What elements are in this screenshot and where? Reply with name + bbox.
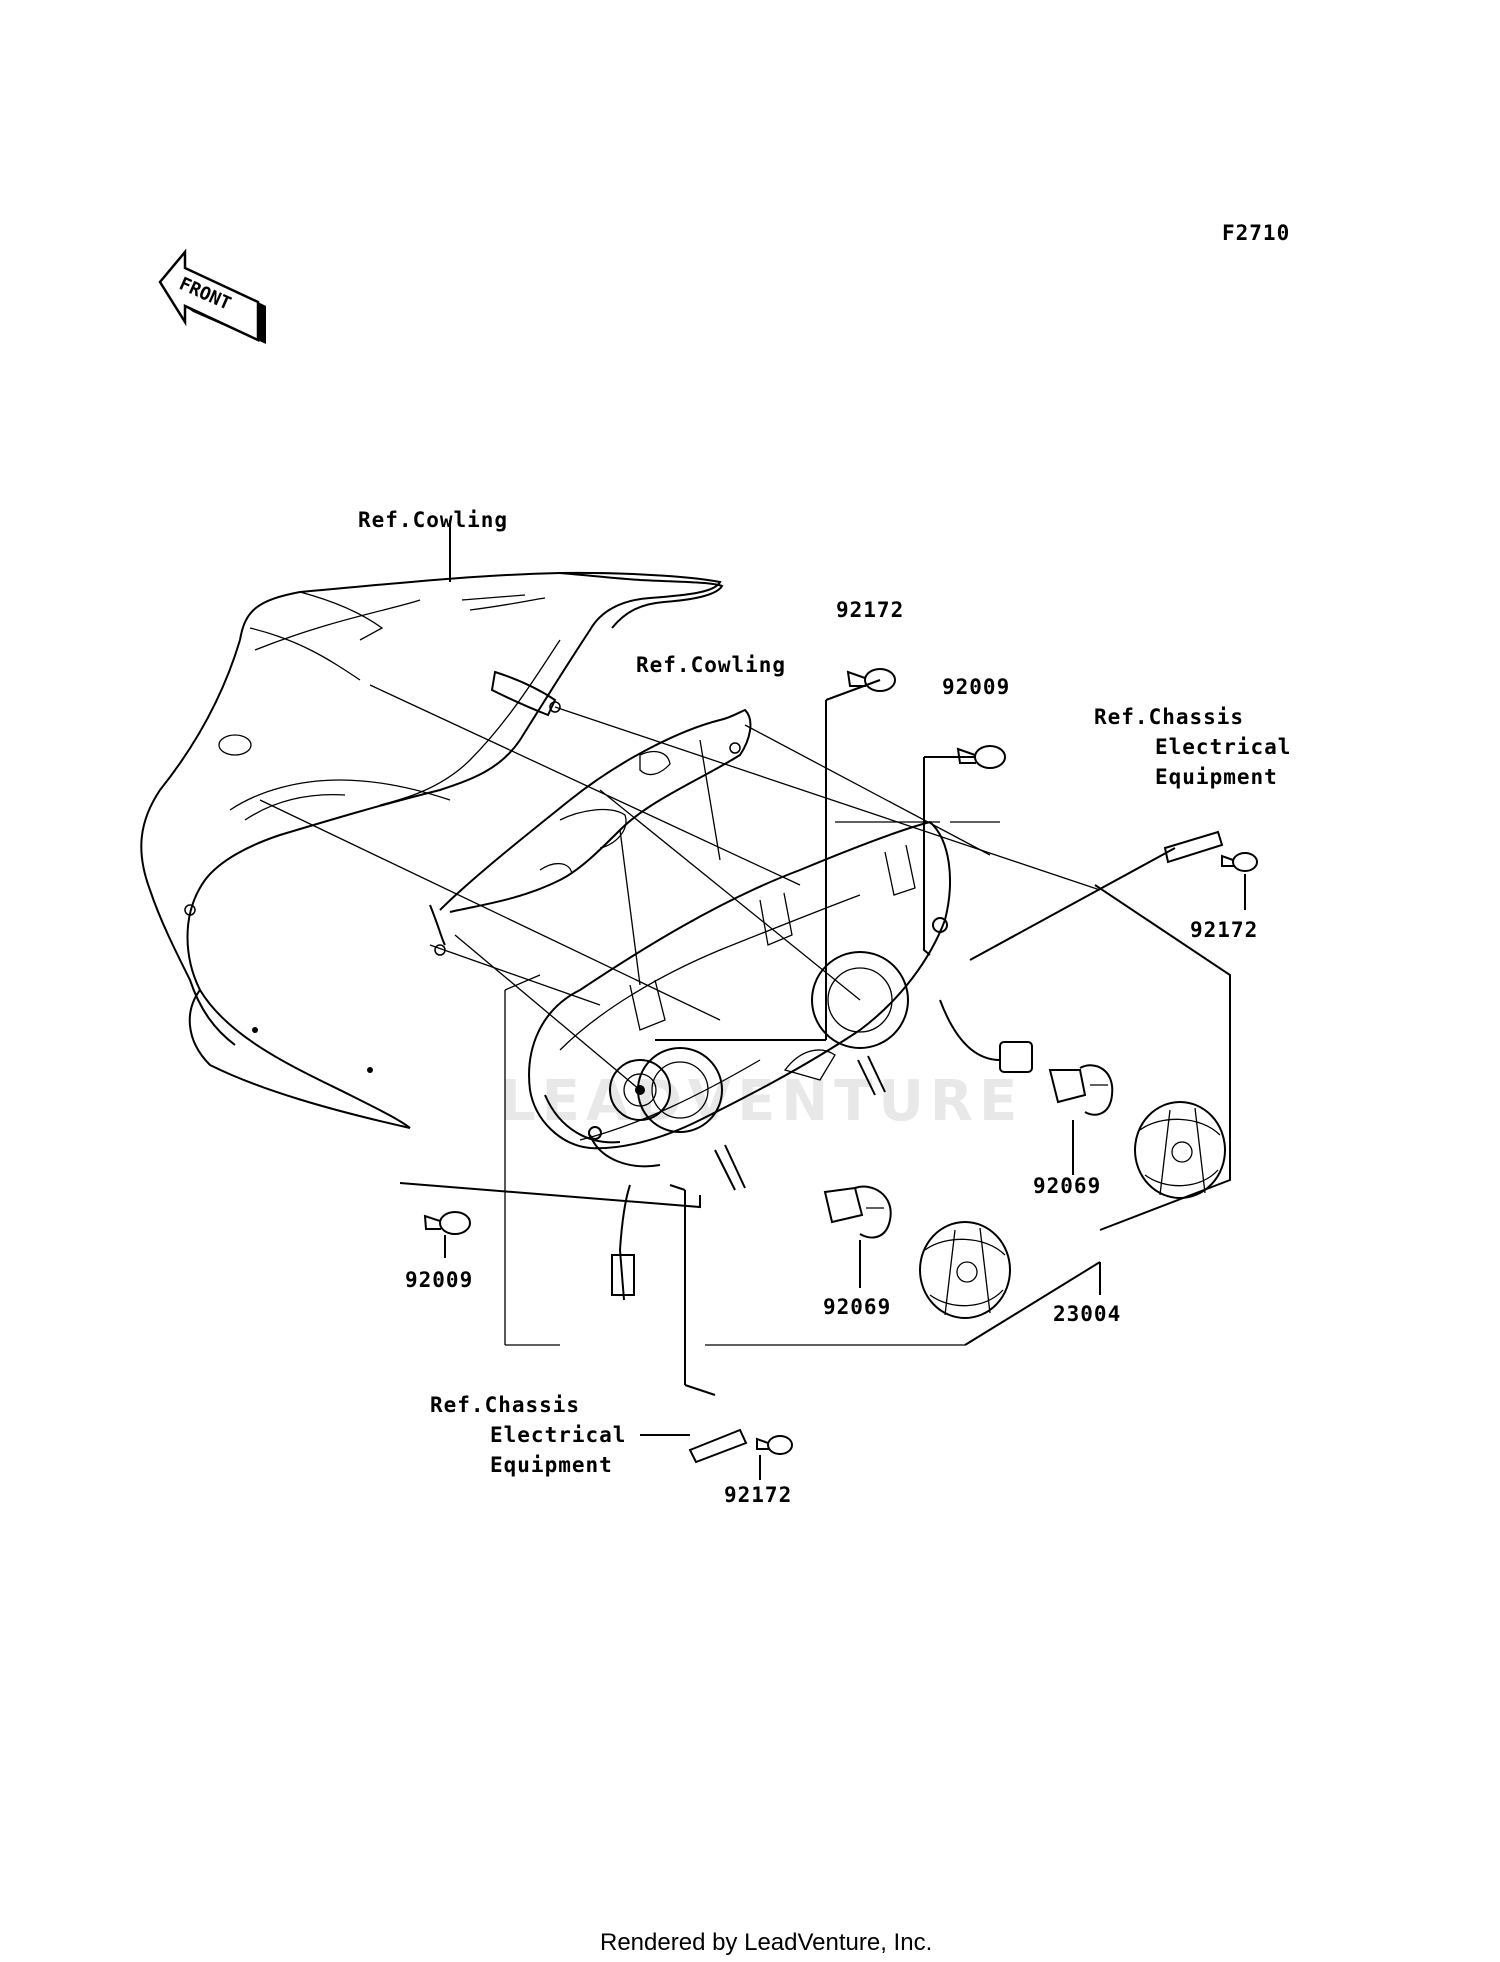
screw-92172-top-icon [846, 668, 896, 692]
callout-ref-cowling-mid: Ref.Cowling [636, 653, 786, 677]
leader-lines [259, 520, 1246, 1480]
callout-92069-center: 92069 [823, 1295, 891, 1319]
bulb-center-drawing [823, 1185, 892, 1239]
screw-92009-left-icon [423, 1211, 471, 1235]
figure-code: F2710 [1222, 221, 1290, 245]
callout-92009-left: 92009 [405, 1268, 473, 1292]
screw-92172-right-icon [1221, 852, 1258, 872]
footer-credit: Rendered by LeadVenture, Inc. [600, 1929, 932, 1956]
bulb-cover-right-drawing [1134, 1101, 1226, 1199]
callout-92172-bottom: 92172 [724, 1483, 792, 1507]
front-arrow-icon: FRONT [158, 248, 266, 344]
clamp-band-right-icon [1163, 830, 1224, 864]
callout-92009-top: 92009 [942, 675, 1010, 699]
callout-92172-top: 92172 [836, 598, 904, 622]
callout-ref-chassis-right-line3: Equipment [1155, 765, 1278, 789]
callout-92172-right: 92172 [1190, 918, 1258, 942]
callout-ref-chassis-bottom-line2: Electrical [490, 1423, 626, 1447]
bulb-right-drawing [1048, 1064, 1114, 1116]
callout-92069-right: 92069 [1033, 1174, 1101, 1198]
callout-ref-cowling-top: Ref.Cowling [358, 508, 508, 532]
headlight-assembly-drawing [528, 820, 1033, 1301]
watermark-text: LEADVENTURE [500, 1069, 1023, 1134]
callout-ref-chassis-bottom-line3: Equipment [490, 1453, 613, 1477]
screw-92172-bottom-icon [756, 1435, 793, 1455]
clamp-band-bottom-icon [688, 1428, 748, 1464]
inner-cowling-bracket-drawing [429, 670, 752, 956]
callout-ref-chassis-bottom-line1: Ref.Chassis [430, 1393, 580, 1417]
upper-cowling-drawing [140, 571, 724, 1129]
callout-23004: 23004 [1053, 1302, 1121, 1326]
callout-ref-chassis-right-line2: Electrical [1155, 735, 1291, 759]
callout-ref-chassis-right-line1: Ref.Chassis [1094, 705, 1244, 729]
bulb-cover-center-drawing [919, 1221, 1011, 1319]
